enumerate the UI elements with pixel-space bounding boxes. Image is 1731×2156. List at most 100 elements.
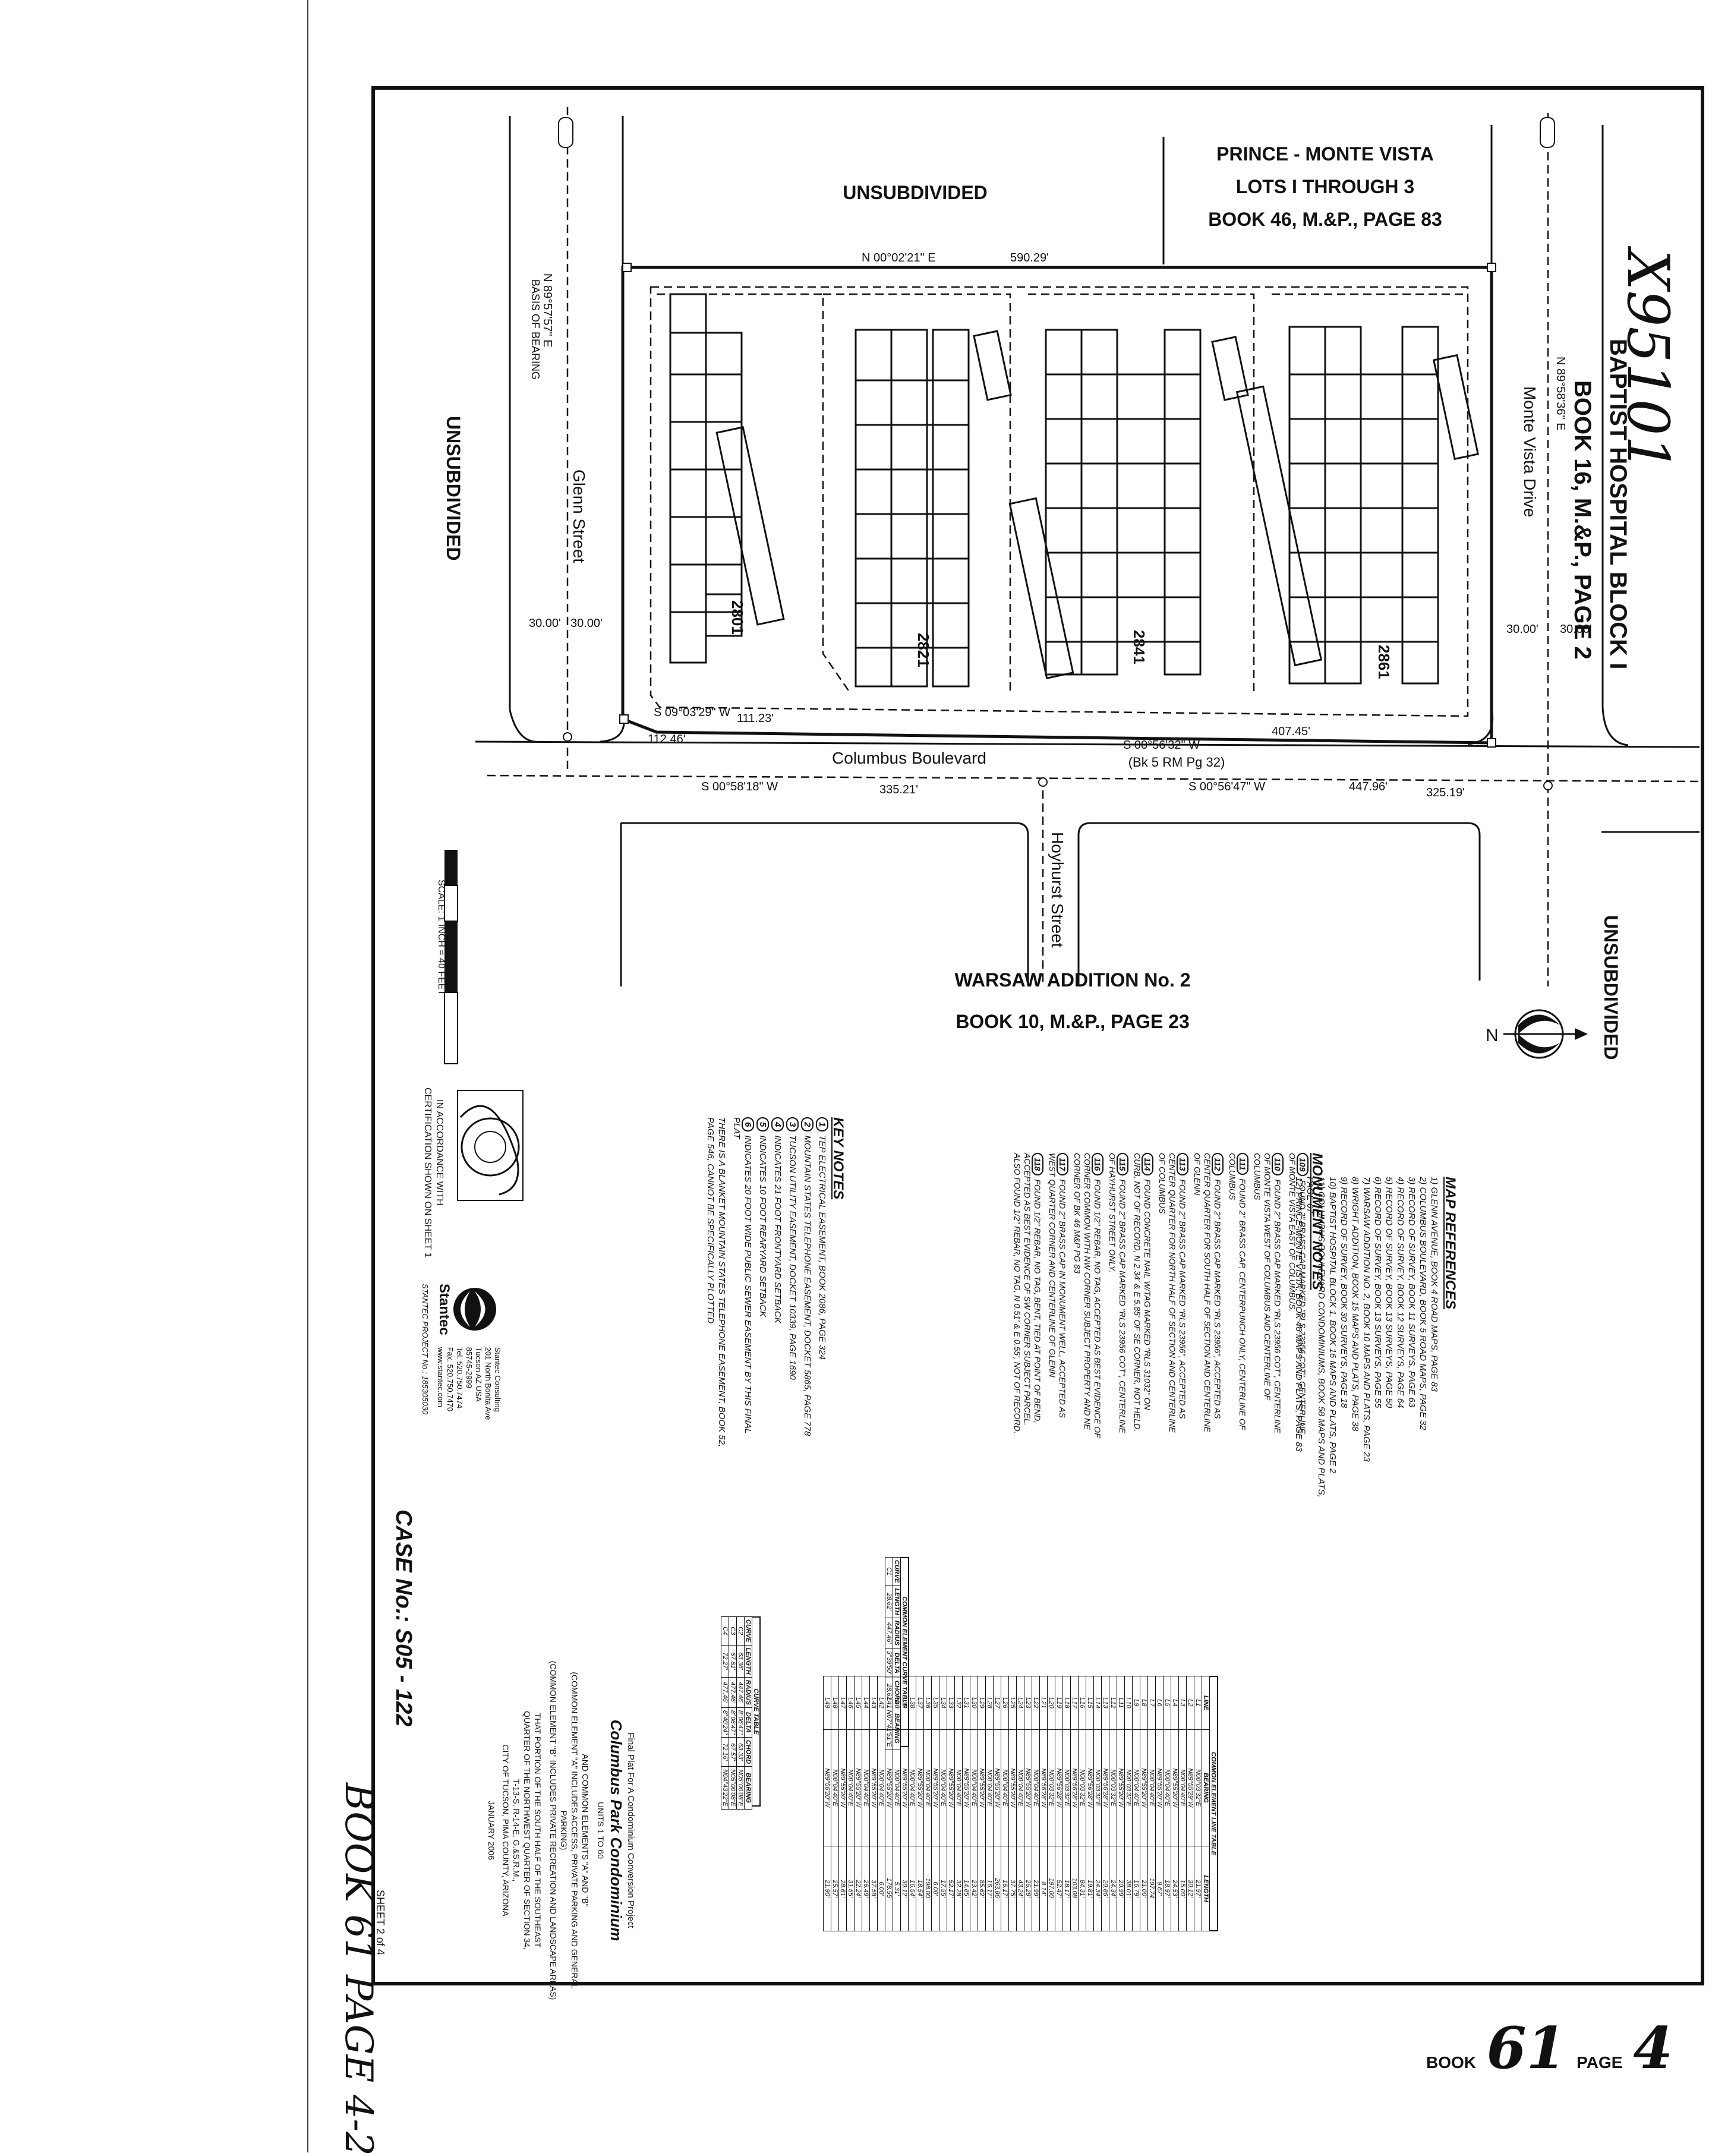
- stantec-project-no: 185305030: [421, 1376, 430, 1415]
- table-cell: 43.24': [1016, 1846, 1024, 1931]
- monument-note-text: FOUND 2" BRASS CAP IN MONUMENT WELL, ACC…: [1048, 1153, 1067, 1419]
- prince-line3: BOOK 46, M.&P., PAGE 83: [1208, 209, 1442, 230]
- line-table-title: COMMON ELEMENT LINE TABLE: [1210, 1676, 1218, 1931]
- table-cell: N00°03'32"E: [1124, 1729, 1133, 1846]
- table-cell: C1: [885, 1557, 893, 1586]
- table-cell: L38: [908, 1676, 916, 1730]
- map-reference-item: 8) WRIGHT ADDITION, BOOK 15 MAPS AND PLA…: [1350, 1177, 1360, 1432]
- map-reference-item: 1) GLENN AVENUE, BOOK 4 ROAD MAPS, PAGE …: [1429, 1177, 1439, 1392]
- page-label: PAGE: [1576, 2053, 1623, 2072]
- monument-note-text: FOUND 2" BRASS CAP, CENTERPUNCH ONLY, CE…: [1228, 1153, 1247, 1430]
- table-cell: N00°04'40"E: [877, 1729, 885, 1846]
- project-portion1: THAT PORTION OF THE SOUTH HALF OF THE SO…: [533, 1713, 543, 1948]
- setback-line: [649, 286, 1469, 717]
- stantec-firm: Stantec Consulting: [493, 1347, 502, 1412]
- table-cell: L1: [1194, 1676, 1202, 1730]
- table-cell: N00°04'40"E: [908, 1729, 916, 1846]
- table-cell: N89°55'20"W: [993, 1729, 1001, 1846]
- table-cell: N89°56'28"W: [1055, 1729, 1063, 1846]
- table-cell: 24.34': [1093, 1846, 1102, 1931]
- streets: [475, 107, 1700, 986]
- table-header-cell: CURVE: [893, 1557, 901, 1586]
- monument-markers: [558, 117, 1555, 790]
- top-bearing: N 00°02'21" E: [862, 251, 936, 264]
- south-distance-3: 325.19': [1426, 786, 1465, 799]
- map-references-title: MAP REFERENCES: [1442, 1177, 1458, 1310]
- warsaw-line2: BOOK 10, M.&P., PAGE 23: [956, 1011, 1190, 1032]
- table-cell: N00°03'32"E: [1109, 1729, 1117, 1846]
- scale-text: SCALE: 1 INCH = 40 FEET: [436, 880, 446, 995]
- table-cell: L14: [1093, 1676, 1102, 1730]
- project-and-common: AND COMMON ELEMENTS "A" AND "B": [581, 1754, 590, 1907]
- table-cell: 8°40'24": [721, 1707, 729, 1738]
- monument-notes-block: MONUMENT NOTES 109FOUND 2" BRASS CAP MAR…: [960, 1153, 1325, 1438]
- monument-tag: 112: [1212, 1153, 1224, 1176]
- table-cell: 67.57': [729, 1737, 737, 1767]
- stantec-addr1: 201 North Bonita Ave: [484, 1347, 493, 1420]
- table-cell: N89°56'28"W: [1101, 1729, 1109, 1846]
- table-cell: 103.08': [1070, 1846, 1079, 1931]
- table-cell: 477.46': [729, 1677, 737, 1708]
- project-units: UNITS 1 TO 60: [596, 1802, 606, 1859]
- monument-tag: 113: [1177, 1153, 1188, 1176]
- table-cell: N89°55'20"W: [916, 1729, 924, 1846]
- table-cell: N00°04'40"E: [1001, 1729, 1009, 1846]
- scale-bar: SCALE: 1 INCH = 40 FEET: [436, 850, 458, 1064]
- monument-tag: 109: [1297, 1153, 1309, 1177]
- building-2801: 2801: [669, 293, 746, 664]
- table-cell: C2: [736, 1616, 745, 1646]
- table-cell: 447.46': [885, 1618, 893, 1648]
- table-cell: L43: [869, 1676, 878, 1730]
- table-cell: 3°39'50": [885, 1648, 893, 1678]
- table-cell: N89°55'20"W: [1155, 1729, 1164, 1846]
- surveyor-seal: IN ACCORDANCE WITH CERTIFICATION SHOWN O…: [422, 1088, 524, 1257]
- table-cell: 18.17': [1062, 1846, 1071, 1931]
- table-cell: N89°55'20"W: [947, 1729, 955, 1846]
- map-reference-item: 6) RECORD OF SURVEY, BOOK 13 SURVEYS, PA…: [1373, 1177, 1383, 1408]
- table-cell: 21.97': [1194, 1846, 1202, 1931]
- table-cell: 198.00': [923, 1846, 932, 1931]
- property-boundary: [621, 266, 1493, 745]
- monument-note-text: FOUND 2" BRASS CAP MARKED "RLS 23956 COT…: [1288, 1153, 1307, 1434]
- table-cell: 17.55': [939, 1846, 947, 1931]
- table-cell: N00°03'32"E: [1093, 1729, 1102, 1846]
- table-cell: 21.00': [1140, 1846, 1148, 1931]
- table-cell: 20.86': [1101, 1846, 1109, 1931]
- table-cell: L2: [1186, 1676, 1194, 1730]
- table-cell: 37.75': [1008, 1846, 1017, 1931]
- table-cell: 84.31': [1078, 1846, 1086, 1931]
- case-number: CASE No.: S05 - 122: [391, 1509, 416, 1727]
- monument-note-text: FOUND 2" BRASS CAP MARKED "RLS 23956 COT…: [1253, 1153, 1282, 1433]
- handwritten-code: X95101: [1615, 245, 1681, 472]
- table-cell: L29: [978, 1676, 986, 1730]
- table-cell: 72.27': [721, 1645, 729, 1678]
- table-cell: L18: [1062, 1676, 1071, 1730]
- key-note-text: INDICATES 21 FOOT FRONTYARD SETBACK: [773, 1135, 783, 1323]
- building-2801-number: 2801: [729, 600, 746, 635]
- table-cell: L25: [1008, 1676, 1017, 1730]
- project-name: Columbus Park Condominium: [607, 1719, 625, 1941]
- project-ce-b: (COMMON ELEMENT "B" INCLUDES PRIVATE REC…: [548, 1660, 558, 2000]
- table-cell: 67.61': [729, 1645, 737, 1678]
- project-portion4: CITY OF TUCSON, PIMA COUNTY, ARIZONA: [501, 1744, 510, 1917]
- table-cell: 72.16': [721, 1737, 729, 1767]
- stantec-tel: Tel. 520.750.7474: [455, 1347, 464, 1409]
- table-cell: N00°03'32"E: [1062, 1729, 1071, 1846]
- table-cell: N07°41'51"E: [885, 1707, 893, 1750]
- table-cell: L45: [854, 1676, 862, 1730]
- sw-bearing: S 09°03'29" W: [654, 706, 730, 719]
- table-cell: N00°04'40"E: [939, 1729, 947, 1846]
- map-reference-item: 5) RECORD OF SURVEY, BOOK 13 SURVEYS, PA…: [1384, 1177, 1394, 1408]
